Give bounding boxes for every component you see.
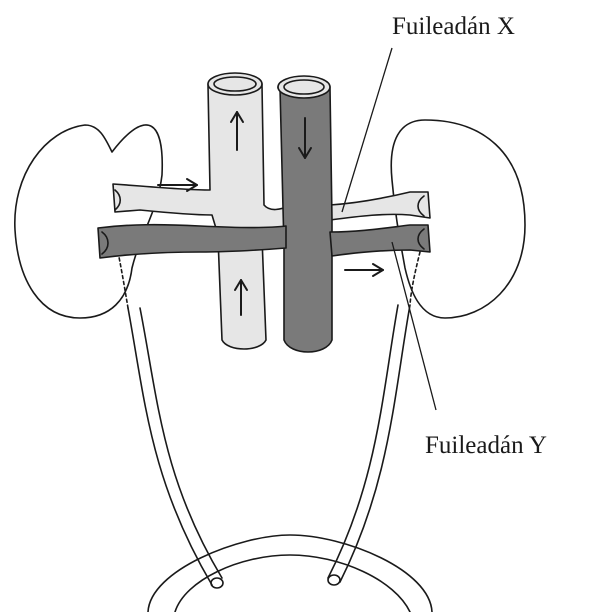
aorta-lumen-inner — [214, 77, 256, 91]
aorta-upper — [113, 75, 300, 235]
right-renal-vein — [330, 225, 430, 256]
label-vessel-x: Fuileadán X — [392, 13, 515, 40]
leader-line-x — [342, 48, 392, 212]
label-vessel-y: Fuileadán Y — [425, 432, 547, 459]
left-ureter — [128, 308, 223, 588]
leader-line-y — [392, 242, 436, 410]
left-kidney — [15, 125, 162, 318]
vena-cava-lumen-inner — [284, 80, 324, 94]
arrow-right-renal-vein — [345, 264, 383, 276]
right-renal-artery — [330, 192, 430, 220]
